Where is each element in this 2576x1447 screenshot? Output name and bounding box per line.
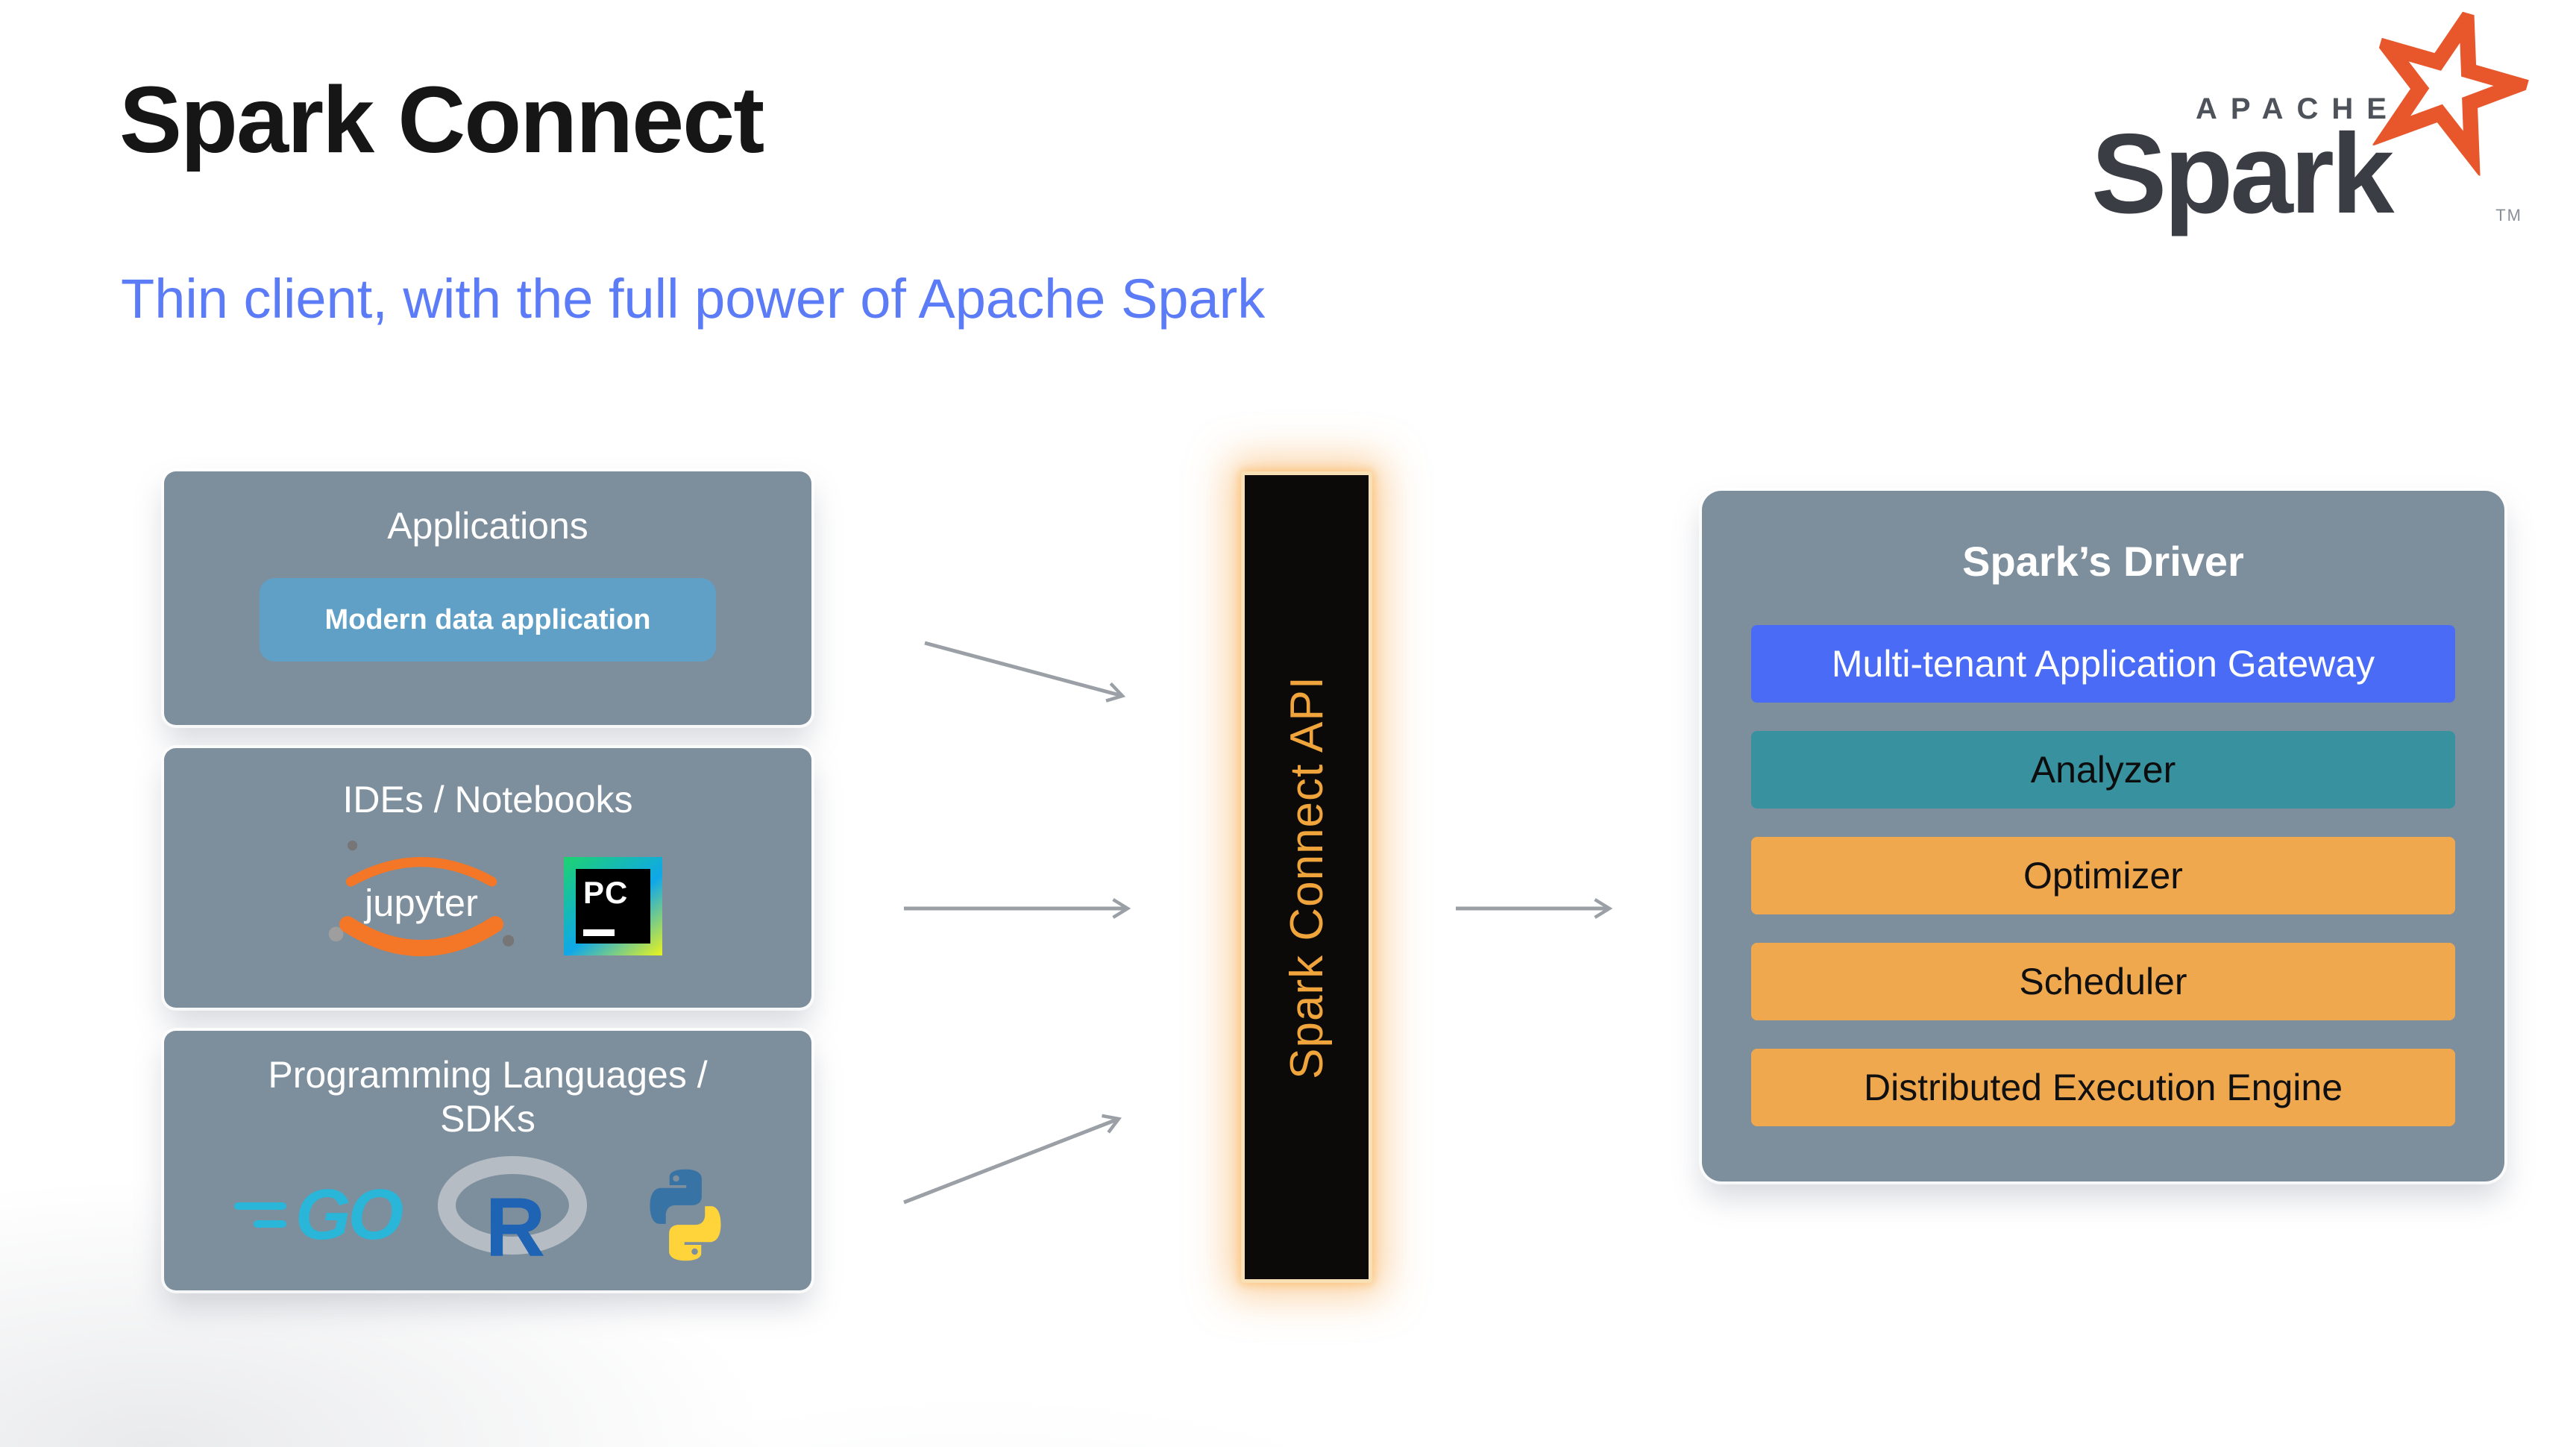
ides-notebooks-panel: IDEs / Notebooks jupyter PC <box>164 748 811 1008</box>
applications-panel: Applications Modern data application <box>164 471 811 725</box>
driver-row-analyzer: Analyzer <box>1751 731 2455 809</box>
r-label: R <box>486 1181 546 1274</box>
pycharm-logo: PC <box>564 857 662 955</box>
r-logo: R <box>438 1156 588 1274</box>
go-logo: GO <box>233 1174 403 1256</box>
languages-sdks-panel: Programming Languages / SDKs GO R <box>164 1031 811 1290</box>
spark-star-icon <box>2368 0 2542 178</box>
apache-spark-logo: APACHE Spark TM <box>2084 0 2542 237</box>
python-logo <box>650 1169 721 1261</box>
jupyter-label: jupyter <box>363 882 478 924</box>
page-title: Spark Connect <box>119 67 764 172</box>
slide-subtitle: Thin client, with the full power of Apac… <box>121 268 1266 330</box>
driver-row-engine: Distributed Execution Engine <box>1751 1049 2455 1126</box>
arrow-icon <box>903 1114 1122 1205</box>
pycharm-label: PC <box>576 869 650 944</box>
languages-logo-row: GO R <box>233 1152 741 1278</box>
languages-title-line2: SDKs <box>440 1098 535 1140</box>
applications-panel-title: Applications <box>387 505 588 547</box>
spark-driver-panel: Spark’s Driver Multi-tenant Application … <box>1702 491 2504 1181</box>
ides-panel-title: IDEs / Notebooks <box>342 779 633 820</box>
driver-rows: Multi-tenant Application Gateway Analyze… <box>1751 625 2455 1126</box>
arrow-icon <box>924 641 1126 703</box>
trademark-label: TM <box>2495 206 2522 225</box>
modern-data-application-chip: Modern data application <box>260 578 716 662</box>
languages-panel-title: Programming Languages / SDKs <box>268 1053 707 1141</box>
ides-logo-row: jupyter PC <box>313 832 662 980</box>
languages-title-line1: Programming Languages / <box>268 1054 708 1096</box>
go-speed-lines-icon <box>233 1202 286 1228</box>
spark-connect-api-label: Spark Connect API <box>1281 675 1333 1079</box>
spark-driver-title: Spark’s Driver <box>1962 538 2244 585</box>
jupyter-logo: jupyter <box>328 841 515 956</box>
go-label: GO <box>295 1175 403 1255</box>
driver-row-gateway: Multi-tenant Application Gateway <box>1751 625 2455 703</box>
spark-connect-api-bar: Spark Connect API <box>1241 471 1372 1283</box>
spark-wordmark: Spark <box>2091 110 2394 237</box>
driver-row-optimizer: Optimizer <box>1751 837 2455 914</box>
driver-row-scheduler: Scheduler <box>1751 943 2455 1020</box>
apache-wordmark: APACHE <box>2196 92 2400 125</box>
